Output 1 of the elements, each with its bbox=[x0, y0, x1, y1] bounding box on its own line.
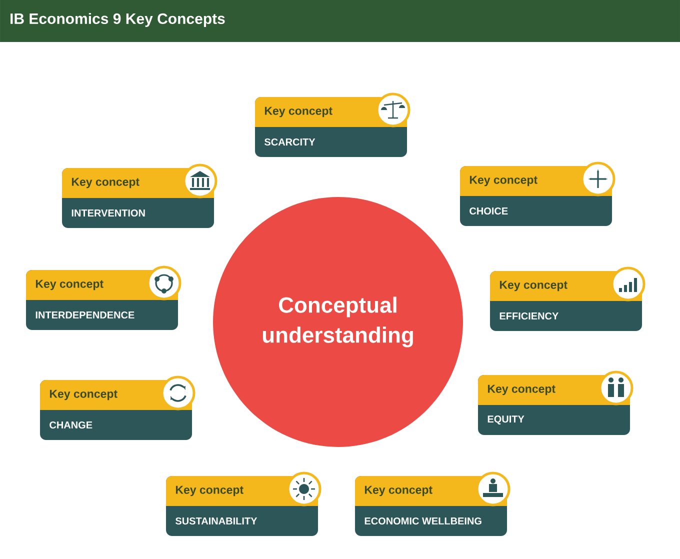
title-bar: IB Economics 9 Key Concepts bbox=[0, 0, 680, 42]
